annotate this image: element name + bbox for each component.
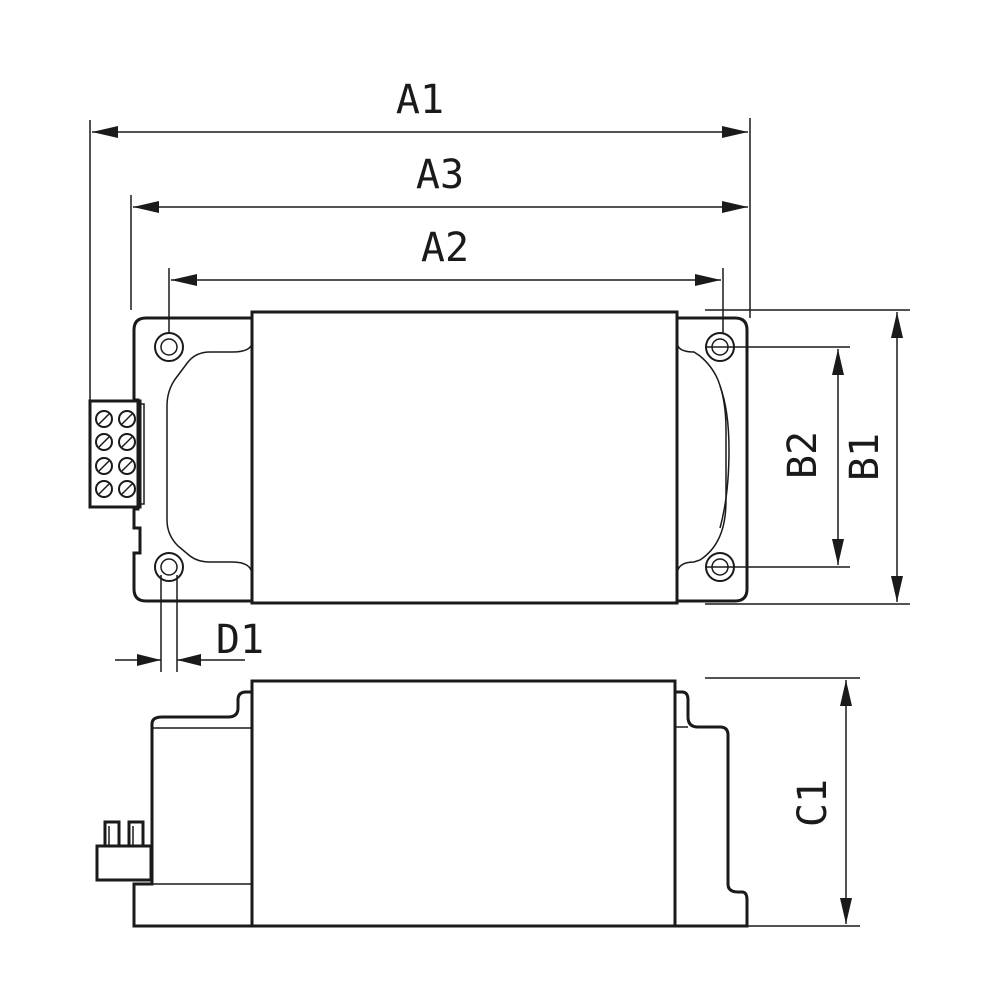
dimension-c1: C1 [790, 680, 852, 924]
dimension-c1-label: C1 [790, 779, 836, 827]
side-right-housing [675, 690, 749, 928]
side-terminal [95, 820, 153, 882]
dimension-d1-label: D1 [216, 617, 264, 663]
dimension-a2-label: A2 [421, 225, 469, 271]
dimension-a3: A3 [133, 152, 748, 213]
top-right-recess [676, 330, 727, 576]
dimension-a1-label: A1 [396, 77, 444, 123]
mounting-hole-bottom-left [154, 552, 184, 582]
top-base-plate [132, 316, 254, 603]
dimension-d1: D1 [115, 617, 264, 666]
dimension-a1: A1 [92, 77, 748, 138]
side-central-body [250, 679, 677, 928]
side-left-housing [132, 690, 252, 928]
side-view [95, 679, 749, 928]
dimension-b1-label: B1 [842, 433, 888, 481]
dimension-b2-label: B2 [780, 431, 826, 479]
extension-lines [89, 118, 910, 927]
dimension-a2: A2 [171, 225, 721, 286]
top-central-body [250, 310, 679, 605]
dimension-b2: B2 [780, 349, 844, 565]
dimension-a3-label: A3 [416, 152, 464, 198]
mounting-hole-top-left [154, 332, 184, 362]
dimension-b1: B1 [842, 312, 903, 602]
terminal-block [88, 399, 145, 509]
top-left-recess [166, 330, 253, 576]
terminal-screws [95, 410, 136, 498]
top-view [88, 310, 749, 605]
top-base-plate-right [675, 316, 749, 603]
top-right-recess-inner [719, 385, 730, 529]
